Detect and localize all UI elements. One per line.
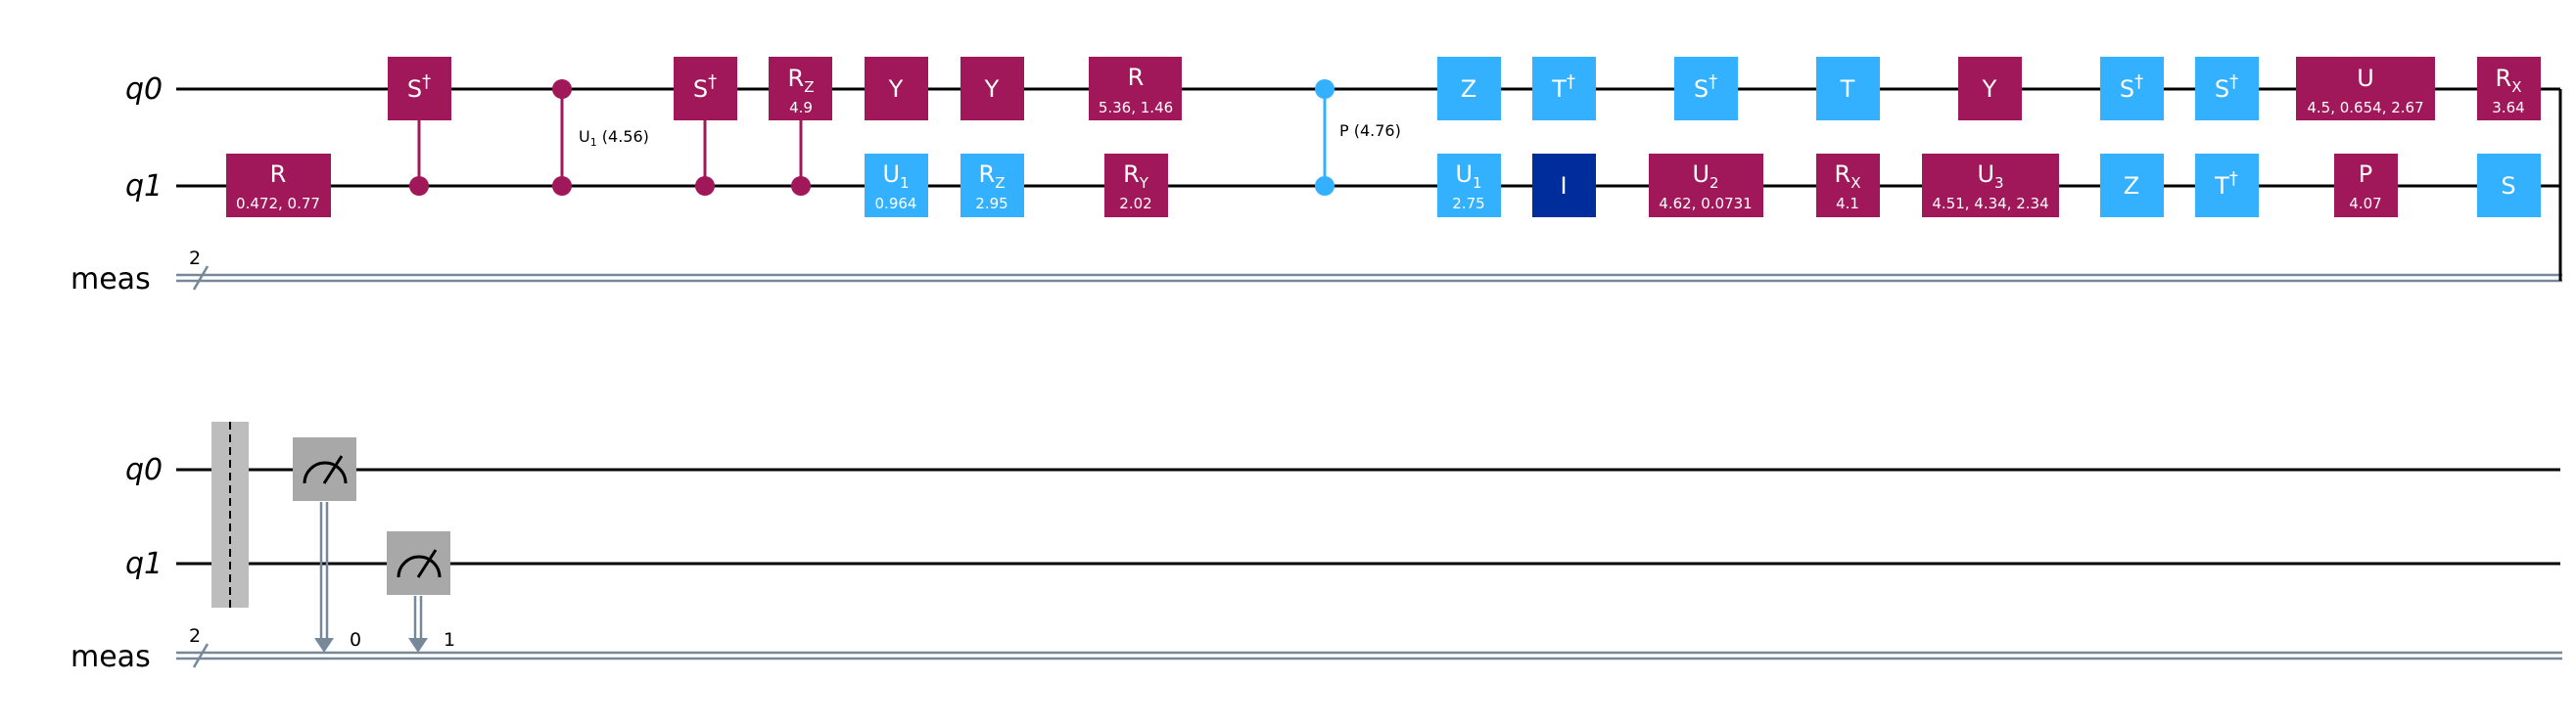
gate-ry-q1[interactable]: RY 2.02 <box>1104 154 1168 217</box>
gate-u3-q1[interactable]: U3 4.51, 4.34, 2.34 <box>1922 154 2059 217</box>
svg-text:4.51, 4.34, 2.34: 4.51, 4.34, 2.34 <box>1932 195 2048 212</box>
gate-controlled-sdg-2[interactable]: S† <box>674 57 737 196</box>
gate-s-q1[interactable]: S <box>2477 154 2541 217</box>
gate-p-q1[interactable]: P 4.07 <box>2334 154 2398 217</box>
gate-sdg-q0-3[interactable]: S† <box>1674 57 1738 120</box>
gate-y-q0-1[interactable]: Y <box>865 57 928 120</box>
row1-gates: R 0.472, 0.77 S† U1 (4.56) S† <box>226 57 2541 217</box>
gate-t-q0[interactable]: T <box>1816 57 1880 120</box>
svg-text:P: P <box>2359 160 2372 188</box>
meas-label-row2: meas <box>70 640 151 674</box>
svg-text:Y: Y <box>888 75 904 103</box>
svg-text:R: R <box>270 160 287 188</box>
gate-y-q0-3[interactable]: Y <box>1958 57 2022 120</box>
meas-width-row2: 2 <box>189 625 201 647</box>
barrier <box>211 422 249 608</box>
q0-label-row2: q0 <box>125 453 163 487</box>
gate-u1-q1-2[interactable]: U1 2.75 <box>1437 154 1501 217</box>
meas-bus-slash-row1 <box>192 265 210 291</box>
meas-label-row1: meas <box>70 262 151 296</box>
gate-u2-q1[interactable]: U2 4.62, 0.0731 <box>1649 154 1763 217</box>
svg-text:I: I <box>1560 172 1567 200</box>
gate-r-q0[interactable]: R 5.36, 1.46 <box>1089 57 1182 120</box>
svg-text:Y: Y <box>1982 75 1997 103</box>
svg-text:4.5, 0.654, 2.67: 4.5, 0.654, 2.67 <box>2307 99 2423 116</box>
gate-identity-q1[interactable]: I <box>1532 154 1596 217</box>
gate-rx-q0[interactable]: RX 3.64 <box>2477 57 2541 120</box>
svg-text:R: R <box>1128 64 1145 91</box>
gate-u-q0[interactable]: U 4.5, 0.654, 2.67 <box>2296 57 2435 120</box>
measure-q0[interactable]: 0 <box>293 437 361 653</box>
q1-label-row1: q1 <box>125 169 163 204</box>
svg-text:U1 (4.56): U1 (4.56) <box>579 127 649 149</box>
meas-bus-slash-row2 <box>192 643 210 668</box>
gate-cp[interactable]: P (4.76) <box>1315 79 1401 196</box>
svg-text:4.9: 4.9 <box>789 99 813 116</box>
gate-z-q0-1[interactable]: Z <box>1437 57 1501 120</box>
gate-z-q1[interactable]: Z <box>2100 154 2164 217</box>
gate-y-q0-2[interactable]: Y <box>960 57 1024 120</box>
gate-rx-q1[interactable]: RX 4.1 <box>1816 154 1880 217</box>
measure-bit-1: 1 <box>444 629 455 651</box>
gate-rz-q1[interactable]: RZ 2.95 <box>960 154 1024 217</box>
q1-label-row2: q1 <box>125 547 163 581</box>
svg-text:RX: RX <box>1835 160 1861 192</box>
gate-tdg-q0[interactable]: T† <box>1532 57 1596 120</box>
meas-width-row1: 2 <box>189 248 201 269</box>
gate-controlled-rz[interactable]: RZ 4.9 <box>769 57 832 196</box>
svg-text:2.75: 2.75 <box>1452 195 1484 212</box>
row2-wires <box>176 468 2562 668</box>
svg-text:U: U <box>2357 65 2374 92</box>
svg-text:Z: Z <box>1461 75 1476 103</box>
svg-text:2.95: 2.95 <box>975 195 1007 212</box>
measure-q1[interactable]: 1 <box>387 531 455 653</box>
svg-text:2.02: 2.02 <box>1119 195 1151 212</box>
svg-text:T: T <box>1840 75 1855 103</box>
svg-text:Z: Z <box>2124 172 2139 200</box>
svg-text:0.964: 0.964 <box>875 195 917 212</box>
gate-controlled-sdg-1[interactable]: S† <box>388 57 451 196</box>
gate-r-q1[interactable]: R 0.472, 0.77 <box>226 154 331 217</box>
svg-text:P (4.76): P (4.76) <box>1339 121 1401 140</box>
gate-sdg-q0-4[interactable]: S† <box>2100 57 2164 120</box>
svg-text:0.472, 0.77: 0.472, 0.77 <box>236 195 320 212</box>
svg-text:Y: Y <box>984 75 1000 103</box>
gate-sdg-q0-5[interactable]: S† <box>2195 57 2259 120</box>
svg-text:S: S <box>2501 172 2515 200</box>
svg-text:5.36, 1.46: 5.36, 1.46 <box>1099 99 1173 116</box>
svg-text:3.64: 3.64 <box>2492 99 2524 116</box>
measure-bit-0: 0 <box>350 629 361 651</box>
svg-text:RZ: RZ <box>788 65 815 96</box>
q0-label-row1: q0 <box>125 72 163 107</box>
gate-u1-q1-1[interactable]: U1 0.964 <box>865 154 928 217</box>
row1-register-labels: q0 q1 meas 2 <box>70 72 201 296</box>
gate-cu1[interactable]: U1 (4.56) <box>552 79 649 196</box>
gate-tdg-q1[interactable]: T† <box>2195 154 2259 217</box>
row2-register-labels: q0 q1 meas 2 <box>70 453 201 674</box>
svg-text:4.1: 4.1 <box>1836 195 1859 212</box>
svg-text:4.62, 0.0731: 4.62, 0.0731 <box>1659 195 1752 212</box>
svg-text:4.07: 4.07 <box>2349 195 2381 212</box>
